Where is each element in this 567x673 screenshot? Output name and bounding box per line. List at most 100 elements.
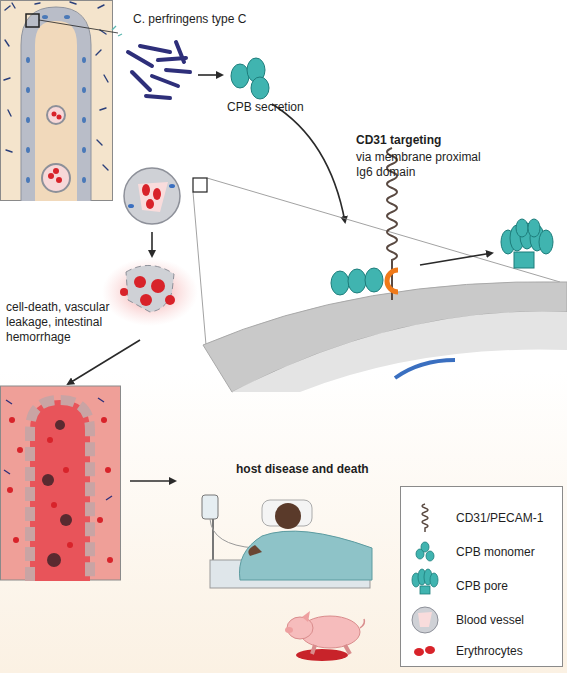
- cell-membrane: [395, 360, 455, 378]
- connector-arrow: [420, 253, 492, 265]
- bacteria-rods: [152, 76, 178, 86]
- villus-inset: [21, 7, 91, 201]
- null: [55, 420, 65, 430]
- legend-label: Erythrocytes: [456, 644, 523, 658]
- cpb-monomers: [251, 77, 269, 99]
- null: [107, 557, 113, 563]
- annotation-label: via membrane proximal Ig6 domain: [356, 150, 496, 180]
- null: [17, 447, 23, 453]
- null: [82, 57, 86, 63]
- null: [104, 75, 108, 82]
- null: [60, 514, 72, 526]
- null: [101, 417, 107, 423]
- null: [47, 437, 53, 443]
- null: [6, 400, 12, 404]
- damaged-vessel: [102, 258, 198, 326]
- null: [82, 177, 86, 183]
- patient-in-bed: [239, 531, 372, 580]
- annotation-label: C. perfringens type C: [133, 12, 313, 27]
- null: [8, 110, 11, 116]
- null: [105, 467, 111, 473]
- null: [5, 6, 10, 10]
- villus-inset: [1, 1, 123, 202]
- null: [98, 5, 104, 8]
- damaged-vessel: [151, 279, 165, 293]
- cell-membrane: [203, 282, 567, 392]
- null: [26, 15, 86, 183]
- null: [67, 542, 73, 548]
- villus-inset: [57, 115, 62, 120]
- null: [9, 417, 15, 423]
- null: [430, 573, 438, 587]
- null: [96, 50, 101, 55]
- connector-arrow: [130, 480, 175, 482]
- bound-monomers: [331, 271, 349, 295]
- patient-in-bed: [202, 495, 218, 519]
- cell-membrane: [232, 311, 567, 392]
- null: [6, 150, 12, 152]
- pig: [285, 611, 365, 661]
- null: [42, 15, 48, 19]
- legend-box: [418, 612, 432, 627]
- null: [420, 586, 430, 594]
- null: [412, 569, 438, 594]
- null: [421, 542, 429, 552]
- blood-vessel: [138, 182, 168, 212]
- cpb-pore: [539, 230, 553, 254]
- damaged-vessel: [134, 276, 146, 288]
- null: [112, 26, 122, 36]
- cpb-pore: [501, 219, 553, 268]
- null: [26, 177, 30, 183]
- null: [4, 470, 10, 474]
- bacteria-rods: [132, 72, 150, 90]
- null: [97, 140, 102, 145]
- null: [7, 487, 13, 493]
- null: [100, 108, 106, 110]
- blood-vessel: [193, 178, 207, 192]
- null: [82, 87, 86, 93]
- null: [7, 417, 113, 563]
- hemorrhage-inset: [30, 400, 90, 581]
- patient-in-bed: [275, 503, 301, 529]
- damaged-vessel: [120, 288, 128, 296]
- cpb-pore: [514, 252, 534, 268]
- section-heading: host disease and death: [236, 462, 416, 477]
- legend-label: Blood vessel: [456, 613, 524, 627]
- null: [106, 496, 112, 500]
- cpb-monomers: [231, 58, 269, 99]
- blood-vessel: [169, 184, 175, 188]
- villus-inset: [53, 168, 59, 174]
- bacteria-rods: [176, 42, 184, 62]
- legend-label: CPB monomer: [456, 545, 535, 559]
- connector-arrow: [198, 74, 222, 76]
- blood-vessel: [124, 168, 180, 224]
- hemorrhage-inset: [1, 386, 121, 580]
- villus-inset: [52, 112, 57, 117]
- null: [112, 26, 116, 30]
- blood-vessel: [124, 168, 207, 224]
- null: [97, 517, 103, 523]
- patient-in-bed: [210, 519, 255, 548]
- villus-inset: [1, 1, 113, 201]
- cell-membrane: [207, 178, 560, 282]
- null: [82, 147, 86, 153]
- bacteria-rods: [128, 42, 190, 98]
- bacteria-rods: [128, 52, 152, 66]
- bacteria-rods: [140, 46, 170, 52]
- null: [70, 2, 76, 4]
- null: [4, 2, 108, 170]
- cpb-pore: [528, 219, 540, 237]
- annotation-label: cell-death, vascular leakage, intestinal…: [6, 300, 134, 345]
- connector-arrow: [151, 232, 153, 256]
- blood-vessel: [146, 199, 154, 209]
- pig: [285, 627, 293, 633]
- null: [64, 15, 70, 19]
- damaged-vessel: [140, 294, 152, 306]
- null: [312, 645, 315, 654]
- legend-box: [422, 504, 428, 532]
- annotation-label: CD31 targeting: [356, 133, 516, 148]
- bound-monomers: [348, 269, 366, 293]
- damaged-vessel: [102, 258, 198, 326]
- villus-inset: [56, 177, 62, 183]
- blood-vessel: [128, 204, 134, 208]
